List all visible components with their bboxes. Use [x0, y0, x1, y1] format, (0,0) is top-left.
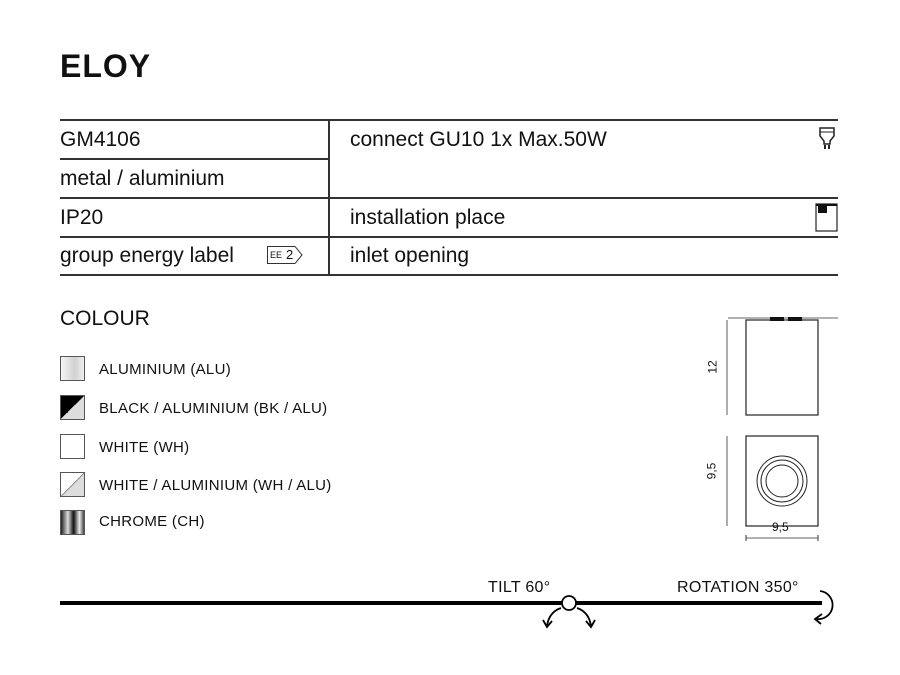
- material: metal / aluminium: [60, 167, 225, 190]
- tilt-label: TILT 60°: [488, 579, 551, 596]
- colour-label: WHITE (WH): [99, 439, 190, 456]
- table-divider: [60, 119, 838, 121]
- energy-label-text: group energy label: [60, 244, 234, 267]
- installation-place: installation place: [350, 206, 506, 229]
- energy-badge-value: 2: [284, 246, 296, 264]
- ceiling-mount-icon: [815, 203, 838, 232]
- table-column-divider: [328, 119, 330, 275]
- energy-badge: EE 2: [267, 246, 303, 264]
- swatch-black-aluminium: [60, 395, 85, 420]
- connect-spec: connect GU10 1x Max.50W: [350, 128, 607, 151]
- dimension-height: 12: [705, 360, 720, 374]
- rotation-icon: [813, 590, 834, 625]
- energy-arrow-icon: [295, 246, 303, 264]
- colour-heading: COLOUR: [60, 307, 150, 330]
- dimension-width: 9,5: [772, 520, 789, 534]
- colour-label: CHROME (CH): [99, 513, 205, 530]
- dimension-depth: 9,5: [704, 462, 719, 480]
- ip-rating: IP20: [60, 206, 104, 229]
- table-divider: [60, 274, 838, 276]
- swatch-chrome: [60, 510, 85, 535]
- motion-bar: [60, 601, 822, 605]
- colour-label: ALUMINIUM (ALU): [99, 361, 232, 378]
- gu10-bulb-icon: [819, 127, 835, 149]
- swatch-aluminium: [60, 356, 85, 381]
- table-divider: [60, 158, 328, 160]
- inlet-opening: inlet opening: [350, 244, 470, 267]
- swatch-white: [60, 434, 85, 459]
- dimension-drawing: [726, 317, 838, 541]
- rotation-label: ROTATION 350°: [677, 579, 799, 596]
- energy-badge-prefix: EE: [267, 246, 285, 264]
- colour-label: WHITE / ALUMINIUM (WH / ALU): [99, 477, 332, 494]
- table-divider: [60, 236, 838, 238]
- product-code: GM4106: [60, 128, 141, 151]
- swatch-white-aluminium: [60, 472, 85, 497]
- tilt-icon: [542, 595, 596, 629]
- colour-label: BLACK / ALUMINIUM (BK / ALU): [99, 400, 328, 417]
- table-divider: [60, 197, 838, 199]
- product-title: ELOY: [60, 48, 152, 84]
